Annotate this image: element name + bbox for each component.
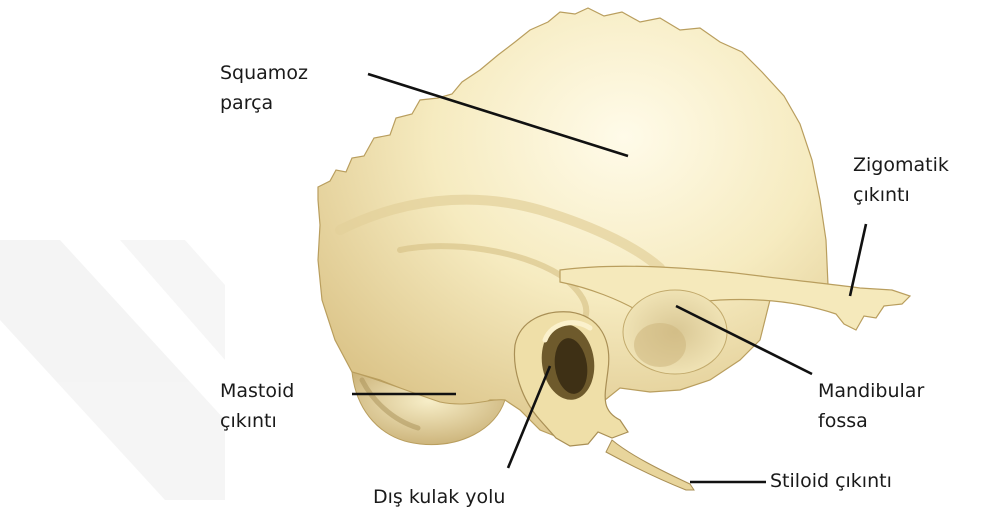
mandibular-fossa-shadow	[634, 323, 686, 367]
label-dis-kulak-yolu: Dış kulak yolu	[373, 482, 505, 512]
label-stiloid-line1: Stiloid çıkıntı	[770, 466, 892, 496]
label-squamoz-parca: Squamoz parça	[220, 58, 308, 118]
label-mandibular-fossa: Mandibular fossa	[818, 376, 924, 436]
label-mastoid-line1: Mastoid	[220, 376, 294, 406]
label-zigomatik-cikinti: Zigomatik çıkıntı	[853, 150, 949, 210]
label-squamoz-line2: parça	[220, 88, 308, 118]
styloid-process-shape	[606, 440, 694, 490]
label-mandibular-line1: Mandibular	[818, 376, 924, 406]
watermark-shape	[0, 240, 225, 500]
label-mandibular-line2: fossa	[818, 406, 924, 436]
leader-zigomatik	[850, 224, 866, 296]
label-mastoid-cikinti: Mastoid çıkıntı	[220, 376, 294, 436]
label-stiloid-cikinti: Stiloid çıkıntı	[770, 466, 892, 496]
label-zigomatik-line2: çıkıntı	[853, 180, 949, 210]
label-zigomatik-line1: Zigomatik	[853, 150, 949, 180]
label-squamoz-line1: Squamoz	[220, 58, 308, 88]
label-mastoid-line2: çıkıntı	[220, 406, 294, 436]
label-dis-kulak-line1: Dış kulak yolu	[373, 482, 505, 512]
